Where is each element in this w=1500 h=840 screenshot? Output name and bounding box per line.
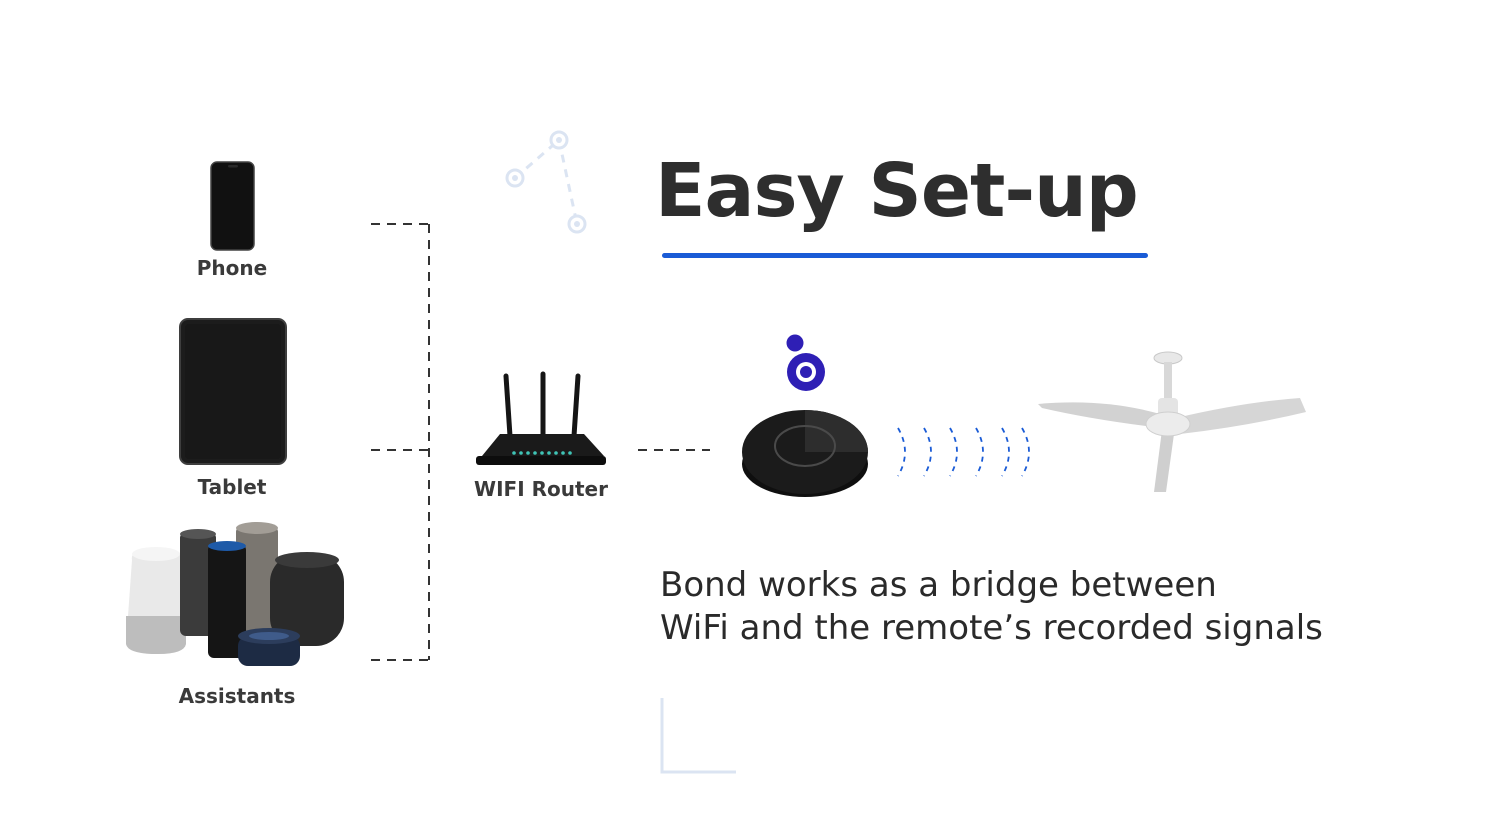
description-line-1: Bond works as a bridge between — [660, 565, 1217, 605]
bond-logo-icon — [786, 334, 825, 391]
phone-icon — [210, 161, 255, 251]
decorative-constellation — [505, 130, 587, 234]
assistants-label: Assistants — [178, 684, 296, 708]
signal-waves-icon — [897, 427, 1030, 477]
page-title: Easy Set-up — [655, 148, 1139, 234]
bond-hub-icon — [742, 410, 868, 497]
wifi-router-icon — [476, 371, 606, 465]
smart-speakers-icon — [126, 522, 344, 666]
router-label: WIFI Router — [474, 477, 608, 501]
description: Bond works as a bridge between WiFi and … — [660, 564, 1323, 650]
ceiling-fan-icon — [1038, 351, 1306, 492]
tablet-label: Tablet — [197, 475, 267, 499]
title-underline — [662, 253, 1148, 258]
description-line-2: WiFi and the remote’s recorded signals — [660, 608, 1323, 648]
router-hub-connector — [638, 449, 710, 451]
decorative-corner — [660, 698, 736, 774]
tablet-icon — [179, 318, 287, 465]
phone-label: Phone — [196, 256, 268, 280]
device-connector-lines — [371, 223, 430, 661]
